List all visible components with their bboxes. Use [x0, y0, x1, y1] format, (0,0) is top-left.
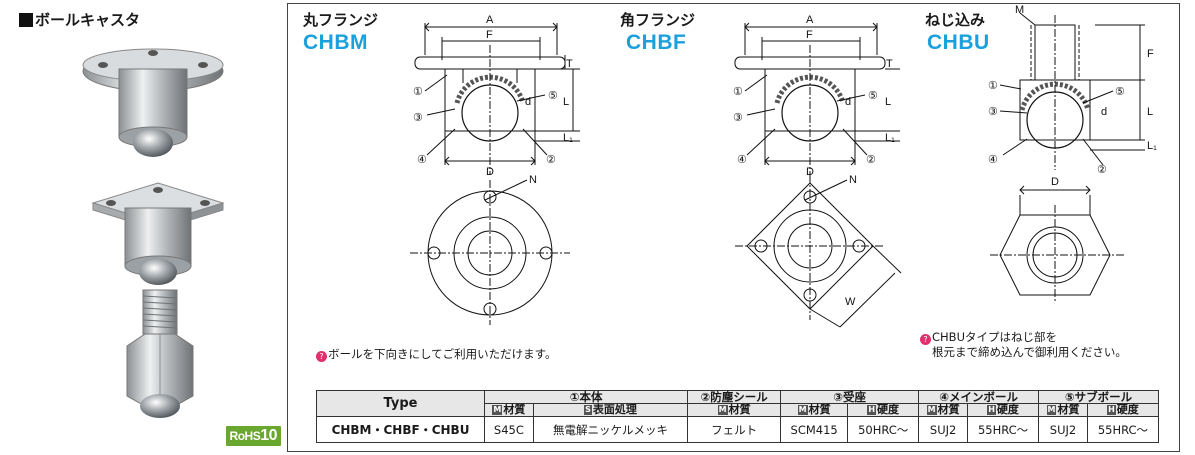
svg-text:d: d	[1101, 106, 1107, 118]
group-sub-ball: ⑤サブボール	[1038, 390, 1159, 404]
photo-threaded	[126, 289, 194, 418]
variant-code-chbm: CHBM	[303, 31, 368, 54]
group-seat: ③受座	[780, 390, 920, 404]
table-cell: S45C	[484, 416, 534, 443]
variant-code-chbf: CHBF	[626, 31, 687, 54]
rohs-badge: RoHS10	[225, 426, 281, 446]
table-cell: 55HRC～	[967, 416, 1040, 443]
svg-text:L₁: L₁	[563, 132, 573, 144]
variant-label-chbm: 丸フランジ	[303, 11, 379, 29]
svg-text:⑤: ⑤	[548, 90, 558, 102]
table-cell: 無電解ニッケルメッキ	[532, 416, 689, 443]
svg-text:d: d	[845, 96, 851, 108]
table-cell: SCM415	[780, 416, 849, 443]
group-seal: ②防塵シール	[687, 390, 782, 404]
photo-round-flange	[82, 48, 224, 157]
group-main-ball: ④メインボール	[918, 390, 1040, 404]
note-chbu-tighten: ?CHBUタイプはねじ部を 根元まで締め込んで御利用ください。	[920, 330, 1127, 359]
variant-label-chbf: 角フランジ	[620, 11, 696, 29]
note-mark-icon: ?	[316, 351, 327, 362]
svg-text:L: L	[885, 96, 891, 108]
svg-text:N: N	[529, 174, 537, 186]
variant-label-chbu: ねじ込み	[925, 11, 986, 29]
product-title: ボールキャスタ	[19, 9, 140, 30]
drawing-chbf: A F T L L₁ D d N W ① ③ ④ ⑤ ②	[733, 14, 902, 328]
svg-text:T: T	[566, 58, 573, 70]
svg-text:④: ④	[988, 154, 998, 166]
svg-text:A: A	[806, 14, 814, 26]
table-cell: 50HRC～	[847, 416, 920, 443]
photo-square-flange	[91, 182, 225, 285]
svg-text:⑤: ⑤	[868, 90, 878, 102]
svg-text:M: M	[1015, 4, 1024, 16]
drawing-chbm: A F T L L₁ D d N ① ③ ④ ⑤ ②	[410, 14, 580, 325]
table-cell: SUJ2	[918, 416, 969, 443]
svg-text:②: ②	[1097, 164, 1107, 176]
table-cell: フェルト	[687, 416, 782, 443]
product-photo-panel: ボールキャスタ	[15, 3, 288, 452]
svg-text:D: D	[806, 166, 814, 178]
svg-text:②: ②	[546, 154, 556, 166]
svg-text:T: T	[886, 58, 893, 70]
svg-text:L₁: L₁	[1147, 140, 1157, 152]
svg-text:F: F	[1147, 48, 1154, 60]
svg-text:②: ②	[866, 154, 876, 166]
svg-text:⑤: ⑤	[1115, 86, 1125, 98]
svg-text:①: ①	[733, 86, 743, 98]
drawing-chbu: M F L L₁ d D ① ③ ④ ⑤ ②	[988, 4, 1157, 303]
type-header: Type	[316, 390, 485, 417]
svg-text:①: ①	[988, 80, 998, 92]
svg-text:N: N	[849, 174, 857, 186]
svg-text:d: d	[525, 96, 531, 108]
svg-text:③: ③	[413, 112, 423, 124]
svg-text:D: D	[1051, 176, 1059, 188]
title-square-icon	[19, 12, 33, 27]
variant-code-chbu: CHBU	[927, 31, 990, 54]
svg-text:④: ④	[737, 154, 747, 166]
table-cell: 55HRC～	[1086, 416, 1160, 443]
svg-text:③: ③	[988, 106, 998, 118]
svg-text:F: F	[806, 29, 813, 41]
svg-text:D: D	[486, 166, 494, 178]
table-cell: SUJ2	[1038, 416, 1088, 443]
note-mark-icon: ?	[920, 334, 931, 345]
type-code-cell: CHBM・CHBF・CHBU	[316, 416, 485, 443]
svg-text:L: L	[563, 96, 569, 108]
svg-text:①: ①	[413, 86, 423, 98]
svg-text:L₁: L₁	[885, 132, 895, 144]
svg-text:③: ③	[733, 112, 743, 124]
table-row: CHBM・CHBF・CHBU S45C 無電解ニッケルメッキ フェルト SCM4…	[316, 416, 1160, 443]
group-body: ①本体	[483, 390, 689, 404]
svg-text:L: L	[1147, 106, 1153, 118]
note-ball-downward: ?ボールを下向きにしてご利用いただけます。	[316, 347, 557, 362]
svg-text:W: W	[845, 296, 856, 308]
svg-text:④: ④	[417, 154, 427, 166]
svg-text:F: F	[486, 29, 493, 41]
svg-text:A: A	[486, 14, 494, 26]
